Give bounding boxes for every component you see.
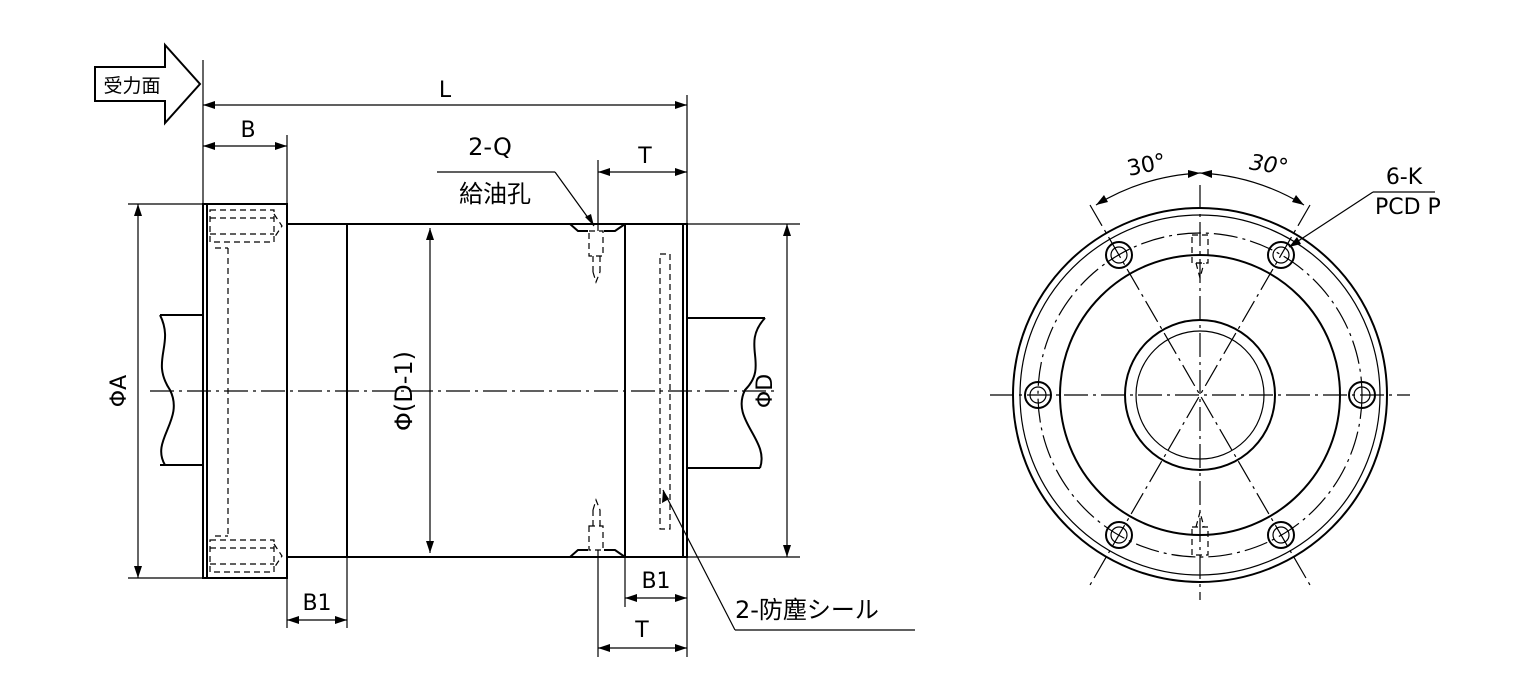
dim-phi-D: ΦD: [687, 223, 800, 558]
dim-L-label: L: [439, 78, 452, 103]
angle-right-label: 30°: [1248, 150, 1290, 180]
dim-phi-D1: Φ(D-1): [390, 228, 434, 553]
seal-callout: 2-防塵シール: [662, 489, 915, 631]
dim-phi-D1-label: Φ(D-1): [390, 351, 418, 431]
seal-label: 2-防塵シール: [735, 596, 879, 624]
pcd-label: PCD P: [1375, 195, 1441, 220]
oil-hole-count-label: 2-Q: [468, 133, 512, 161]
dim-B-label: B: [240, 118, 255, 143]
dim-B1-left: B1: [286, 557, 348, 628]
receiving-face-arrow: 受力面: [94, 42, 202, 126]
shaft-right: [687, 317, 766, 469]
shaft-left: [159, 314, 203, 466]
angle-left-label: 30°: [1125, 149, 1168, 182]
dim-T-top: T: [597, 144, 687, 231]
dim-B1-right: B1: [624, 557, 687, 607]
dim-T-bottom: T: [597, 550, 688, 657]
front-view: 30° 30° 6-K PCD P: [990, 149, 1441, 600]
receiving-face-label: 受力面: [103, 75, 160, 97]
dim-B1-right-label: B1: [641, 569, 670, 594]
bolt-hole-callout: 6-K PCD P: [1288, 165, 1441, 248]
dim-B: B: [203, 118, 288, 204]
dim-B1-left-label: B1: [302, 591, 331, 616]
dim-phi-D-label: ΦD: [753, 374, 778, 408]
bolt-hole-count-label: 6-K: [1386, 165, 1423, 190]
dim-T-bottom-label: T: [634, 618, 649, 643]
oil-hole-callout: 2-Q 給油孔: [437, 133, 595, 227]
side-view: 受力面: [94, 42, 915, 657]
dim-T-top-label: T: [637, 144, 652, 169]
dim-L: L: [202, 60, 688, 224]
dim-phi-A-label: ΦA: [107, 375, 132, 407]
dim-phi-A: ΦA: [107, 203, 203, 579]
oil-hole-label: 給油孔: [459, 180, 531, 208]
